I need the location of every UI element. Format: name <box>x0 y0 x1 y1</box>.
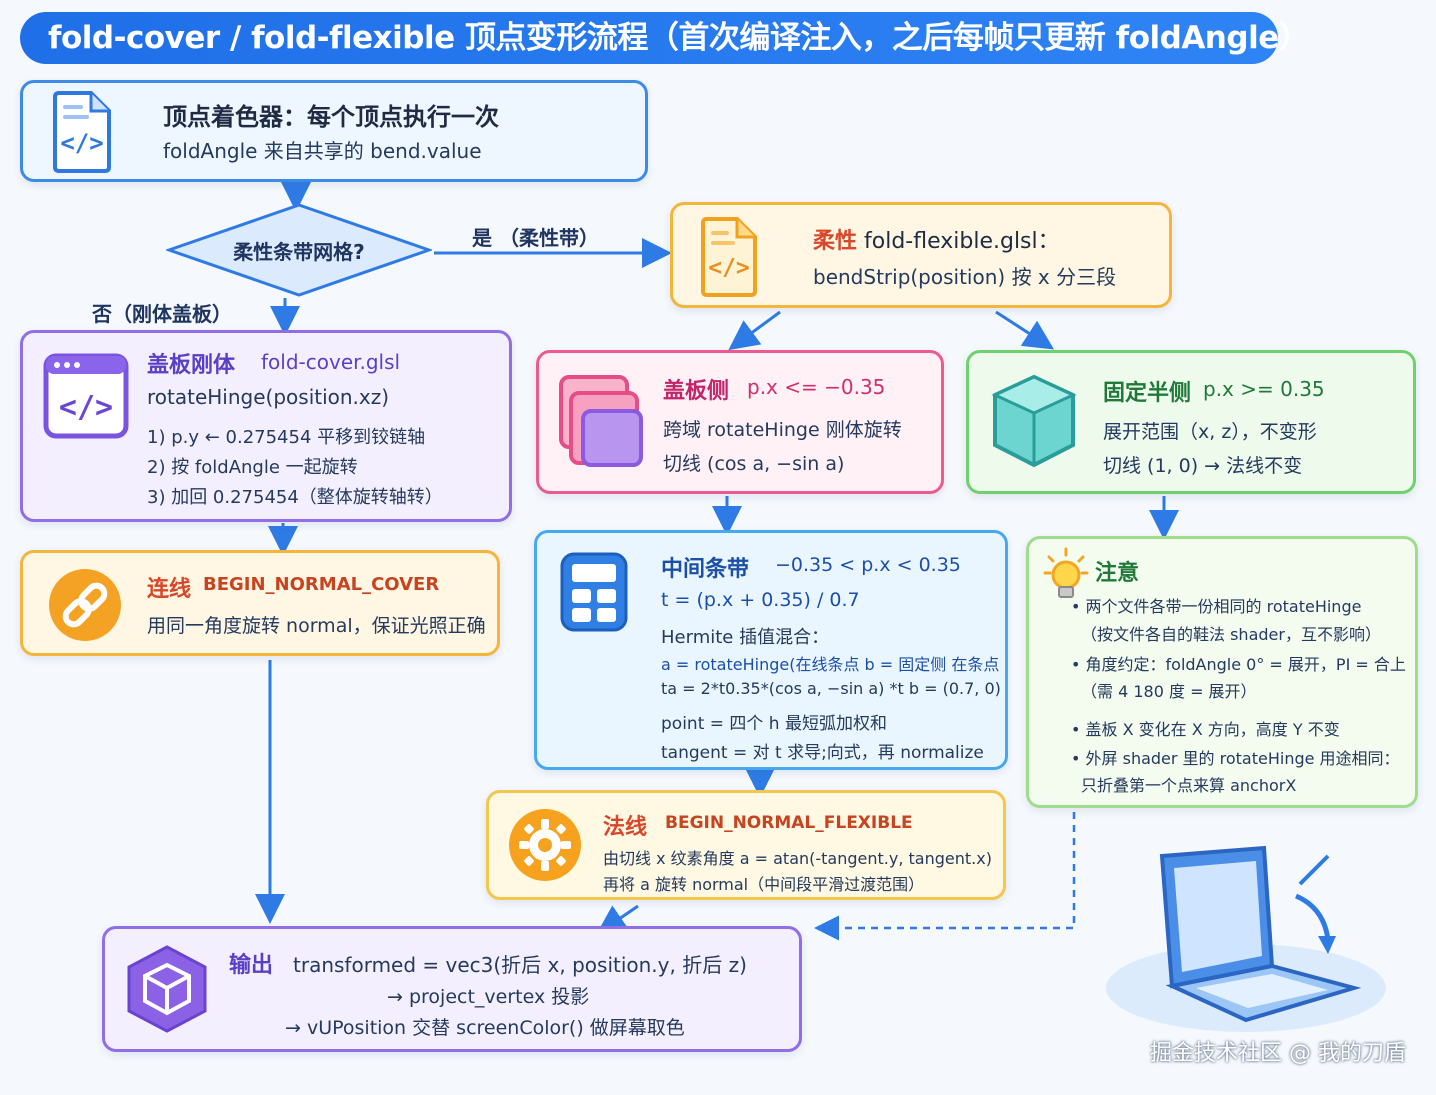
flexible-title-prefix: 柔性 <box>813 229 858 254</box>
middle-strip-line5: point = 四个 h 最短弧加权和 <box>661 714 887 734</box>
middle-strip-line4: ta = 2*t0.35*(cos a, −sin a) *t b = (0.7… <box>661 679 1001 698</box>
arrow-flex-to-cover-side <box>728 310 781 351</box>
cover-rigid-line1: rotateHinge(position.xz) <box>147 385 390 409</box>
flexible-title-rest: fold-flexible.glsl： <box>857 229 1060 254</box>
middle-strip-line2: Hermite 插值混合： <box>661 627 830 648</box>
note-bullet1b: （按文件各自的鞋法 shader，互不影响） <box>1081 625 1381 644</box>
note-bullet2b: （需 4 180 度 = 展开） <box>1081 682 1257 701</box>
svg-text:</>: </> <box>59 390 113 425</box>
calculator-icon <box>559 551 629 637</box>
cover-side-cond: p.x <= −0.35 <box>747 375 886 399</box>
flexible-box: </> 柔性 fold-flexible.glsl： bendStrip(pos… <box>670 202 1172 308</box>
cover-rigid-box: </> 盖板刚体 fold-cover.glsl rotateHinge(pos… <box>20 330 512 522</box>
note-bullet4b: 只折叠第一个点来算 anchorX <box>1081 776 1297 795</box>
cover-side-line1: 跨域 rotateHinge 刚体旋转 <box>663 419 902 441</box>
cover-side-box: 盖板侧 p.x <= −0.35 跨域 rotateHinge 刚体旋转 切线 … <box>536 350 944 494</box>
vertex-shader-box: </> 顶点着色器：每个顶点执行一次 foldAngle 来自共享的 bend.… <box>20 80 648 182</box>
cover-side-title: 盖板侧 <box>663 379 730 404</box>
cover-rigid-step2: 2) 按 foldAngle 一起旋转 <box>147 457 358 478</box>
box-icon <box>125 943 209 1039</box>
vertex-shader-line1: foldAngle 来自共享的 bend.value <box>163 139 482 163</box>
output-box: 输出 transformed = vec3(折后 x, position.y, … <box>102 926 802 1052</box>
panels-icon <box>555 367 647 475</box>
decision-yes-label: 是 （柔性带） <box>472 226 599 250</box>
normal-flexible-tag: BEGIN_NORMAL_FLEXIBLE <box>665 813 913 833</box>
middle-strip-line1: t = (p.x + 0.35) / 0.7 <box>661 589 860 611</box>
fixed-half-line2: 切线 (1, 0) → 法线不变 <box>1103 455 1303 477</box>
note-title: 注意 <box>1095 561 1140 586</box>
note-bullet1a: • 两个文件各带一份相同的 rotateHinge <box>1071 597 1362 616</box>
middle-strip-title: 中间条带 <box>661 557 750 582</box>
fixed-half-box: 固定半侧 p.x >= 0.35 展开范围（x, z），不变形 切线 (1, 0… <box>966 350 1416 494</box>
note-bullet4a: • 外屏 shader 里的 rotateHinge 用途相同： <box>1071 749 1400 768</box>
watermark: 掘金技术社区 @ 我的刀盾 <box>1150 1041 1406 1066</box>
normal-cover-tag: BEGIN_NORMAL_COVER <box>203 574 440 595</box>
laptop-illustration <box>1096 836 1396 1040</box>
vertex-shader-title: 顶点着色器：每个顶点执行一次 <box>163 103 499 131</box>
output-line2: → project_vertex 投影 <box>387 986 590 1008</box>
output-line3: → vUPosition 交替 screenColor() 做屏幕取色 <box>285 1017 685 1039</box>
decision-no-label: 否（刚体盖板） <box>92 302 232 326</box>
middle-strip-line3: a = rotateHinge(在线条点 b = 固定侧 在条点 <box>661 655 1000 674</box>
normal-flexible-box: 法线 BEGIN_NORMAL_FLEXIBLE 由切线 x 纹素角度 a = … <box>486 790 1006 900</box>
decision-diamond: 柔性条带网格? <box>164 202 434 298</box>
fixed-half-title: 固定半侧 <box>1103 381 1192 406</box>
normal-cover-title: 连线 <box>147 577 192 602</box>
arrow-normalflex-to-output <box>596 904 639 935</box>
cover-rigid-step3: 3) 加回 0.275454（整体旋转轴转） <box>147 487 443 508</box>
normal-cover-line1: 用同一角度旋转 normal，保证光照正确 <box>147 615 486 637</box>
normal-cover-box: 连线 BEGIN_NORMAL_COVER 用同一角度旋转 normal，保证光… <box>20 550 500 656</box>
code-file-icon: </> <box>51 91 113 177</box>
svg-text:</>: </> <box>708 255 750 281</box>
note-bullet2a: • 角度约定：foldAngle 0° = 展开，PI = 合上 <box>1071 655 1406 674</box>
note-box: 注意 • 两个文件各带一份相同的 rotateHinge （按文件各自的鞋法 s… <box>1026 536 1418 808</box>
code-file-icon: </> <box>699 217 759 301</box>
flexible-line1: bendStrip(position) 按 x 分三段 <box>813 265 1117 289</box>
note-bullet3: • 盖板 X 变化在 X 方向，高度 Y 不变 <box>1071 720 1340 739</box>
normal-flexible-line2: 再将 a 旋转 normal（中间段平滑过渡范围） <box>603 875 925 894</box>
arrow-flex-to-fixed <box>995 310 1055 350</box>
fixed-half-line1: 展开范围（x, z），不变形 <box>1103 421 1317 443</box>
middle-strip-box: 中间条带 −0.35 < p.x < 0.35 t = (p.x + 0.35)… <box>534 530 1008 770</box>
middle-strip-line6: tangent = 对 t 求导;向式，再 normalize <box>661 743 984 763</box>
normal-flexible-title: 法线 <box>603 815 648 840</box>
cover-rigid-step1: 1) p.y ← 0.275454 平移到铰链轴 <box>147 427 426 448</box>
cover-rigid-title: 盖板刚体 <box>147 353 236 378</box>
gear-icon <box>507 807 583 887</box>
cube-icon <box>989 373 1079 473</box>
output-line1: transformed = vec3(折后 x, position.y, 折后 … <box>293 953 747 977</box>
page-title: fold-cover / fold-flexible 顶点变形流程（首次编译注入… <box>20 12 1310 64</box>
fixed-half-cond: p.x >= 0.35 <box>1203 377 1325 401</box>
lightbulb-icon <box>1043 547 1089 607</box>
code-window-icon: </> <box>43 353 129 443</box>
svg-text:</>: </> <box>60 129 103 157</box>
cover-side-line2: 切线 (cos a, −sin a) <box>663 453 845 475</box>
normal-flexible-line1: 由切线 x 纹素角度 a = atan(-tangent.y, tangent.… <box>603 849 992 868</box>
decision-label: 柔性条带网格? <box>233 240 365 264</box>
flexible-title: 柔性 fold-flexible.glsl： <box>813 223 1060 255</box>
output-title: 输出 <box>229 953 274 978</box>
middle-strip-cond: −0.35 < p.x < 0.35 <box>775 554 961 576</box>
cover-rigid-file: fold-cover.glsl <box>261 350 401 374</box>
link-icon <box>45 567 125 647</box>
